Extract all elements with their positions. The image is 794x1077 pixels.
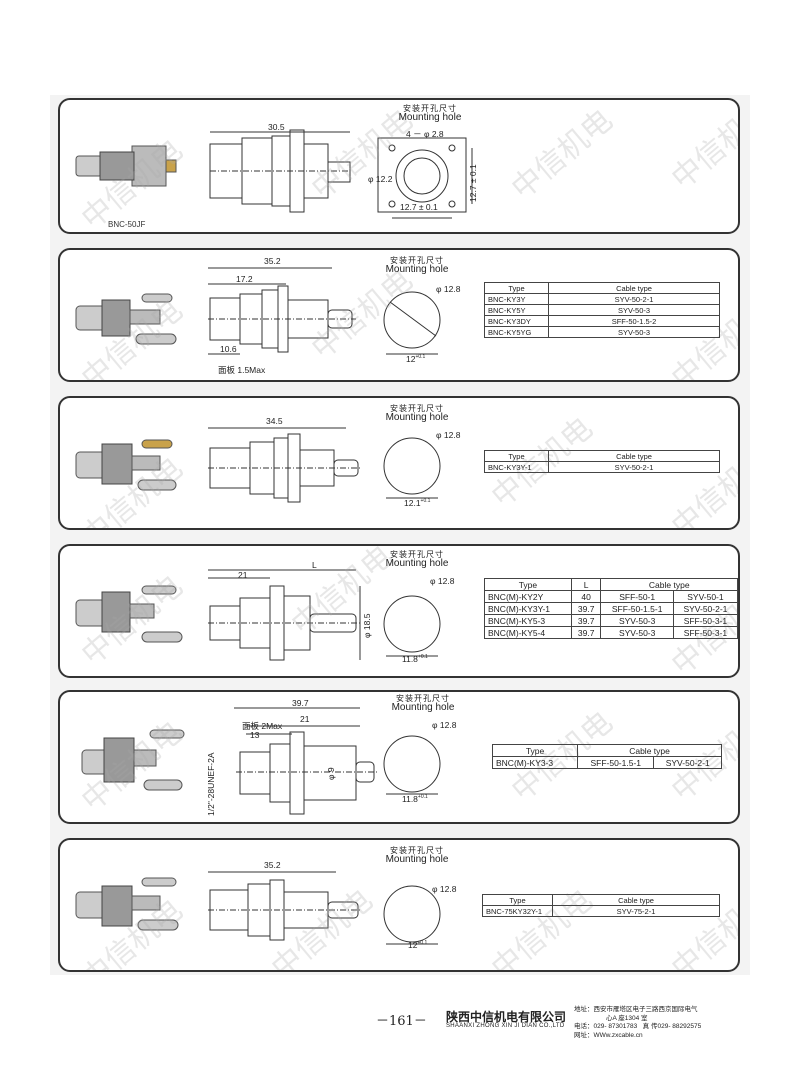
dim-panel: 面板 2Max [242, 721, 283, 731]
dim-total: 39.7 [292, 698, 309, 708]
phone-fax-line: 电话：029- 87301783 真 传029- 88292575 [574, 1023, 702, 1030]
contact-info: 地址：西安市雁塔区电子三路西京国际电气 心A 座1304 室 电话：029- 8… [574, 1006, 701, 1040]
dim-hole-dia: φ 12.8 [430, 576, 455, 586]
dim-hole-flat: 12+0.1 [406, 354, 426, 364]
photo-label: BNC-50JF [108, 220, 146, 229]
dim-height: φ 18.5 [362, 613, 372, 638]
product-panel-bnc-m-ky3-3: 中信机电 中信机电 中信机电 39.7 21 面板 2Max 13 1/2"-2… [58, 690, 740, 824]
dim-pitch-h: 12.7 ± 0.1 [400, 202, 438, 212]
dim-front: 10.6 [220, 344, 237, 354]
connector-photo [75, 585, 183, 643]
dim-hole-flat: 12+0.1 [408, 940, 428, 950]
dim-panel: 面板 1.5Max [218, 365, 266, 375]
connector-photo [75, 293, 177, 345]
dim-hole-flat: 12.1+0.1 [404, 498, 431, 508]
dim-body: 17.2 [236, 274, 253, 284]
connector-drawing [75, 129, 473, 219]
dim-total: 35.2 [264, 256, 281, 266]
dim-thread: 1/2"-28UNEF-2A [206, 752, 216, 816]
company-name-cn: 陕西中信机电有限公司 [446, 1010, 567, 1024]
dim-length: 30.5 [268, 122, 285, 132]
address-line: 地址：西安市雁塔区电子三路西京国际电气 [574, 1006, 698, 1013]
page-number: －161－ [376, 1014, 427, 1029]
company-name-en: SHAANXI ZHONG XIN JI DIAN CO.,LTD [446, 1023, 565, 1029]
connector-photo [75, 877, 179, 931]
dim-flange-holes: 4 － φ 2.8 [406, 129, 444, 139]
dim-body: 21 [238, 570, 248, 580]
connector-photo [81, 729, 185, 791]
connector-drawing [75, 267, 441, 355]
connector-photo [75, 439, 177, 491]
dim-length-sym: L [312, 560, 317, 570]
dim-total: 34.5 [266, 416, 283, 426]
dim-hole-dia: φ 12.8 [436, 430, 461, 440]
address-line-2: 心A 座1304 室 [606, 1014, 648, 1022]
dim-hole-dia: φ 12.2 [368, 174, 393, 184]
dim-hole-flat: 11.8+0.1 [402, 794, 428, 804]
dim-hole-dia: φ 12.8 [432, 720, 457, 730]
dim-pitch-v: 12.7 ± 0.1 [468, 164, 478, 202]
connector-drawing [75, 427, 441, 503]
dim-total: 35.2 [264, 860, 281, 870]
product-panel-bnc-50jf: 中信机电 中信机电 中信机电 中信机电 BNC-50JF 30.5 安装开孔尺寸… [58, 98, 740, 234]
catalog-sheet [50, 95, 750, 975]
dim-hole-flat: 11.8+0.1 [402, 654, 428, 664]
connector-drawing [75, 871, 441, 945]
product-panel-bnc-ky3y: 中信机电 中信机电 中信机电 35.2 17.2 10.6 面板 1.5Max … [58, 248, 740, 382]
dim-hole-dia: φ 12.8 [432, 884, 457, 894]
website-line: 网址：WWw.zxcable.cn [574, 1031, 643, 1039]
connector-drawing [75, 569, 441, 661]
dim-front: 13 [250, 730, 260, 740]
connector-photo [75, 145, 177, 187]
dim-body: 21 [300, 714, 310, 724]
dim-inner: φ 9 [326, 767, 336, 780]
dim-hole-dia: φ 12.8 [436, 284, 461, 294]
connector-drawing [81, 707, 441, 815]
